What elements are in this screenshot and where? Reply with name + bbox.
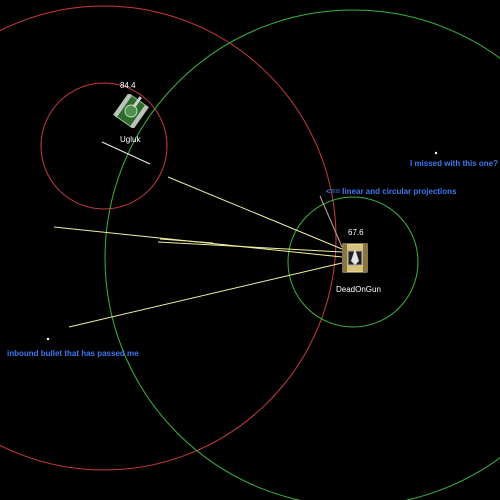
deadongun-robot[interactable] (342, 243, 368, 273)
enemy-small-range-circle (40, 82, 168, 210)
deadongun-name-label: DeadOnGun (336, 285, 381, 294)
self-large-range-circle (104, 9, 500, 500)
inbound-bullet-line (68, 262, 343, 328)
deadongun-energy-label: 67.6 (348, 228, 364, 237)
ugluk-name-label: Ugluk (120, 135, 141, 144)
gun-aim-line (101, 141, 151, 165)
missed-bullet-dot (434, 151, 438, 155)
ugluk-energy-label: 84.4 (120, 81, 136, 90)
projection-line-near (157, 241, 343, 253)
targeting-line (167, 176, 343, 250)
self-small-range-circle (287, 196, 419, 328)
inbound-bullet-annotation: inbound bullet that has passed me (7, 349, 139, 358)
ugluk-robot[interactable] (113, 92, 149, 130)
enemy-large-range-circle (0, 5, 337, 471)
circular-projection-line (319, 195, 343, 248)
tank-robot-icon (113, 92, 149, 130)
tank-robot-icon (342, 243, 368, 273)
missed-bullet-annotation: I missed with this one? (410, 159, 499, 168)
projections-annotation: <== linear and circular projections (326, 187, 457, 196)
projection-segment (159, 238, 214, 244)
inbound-bullet-dot (46, 337, 50, 341)
